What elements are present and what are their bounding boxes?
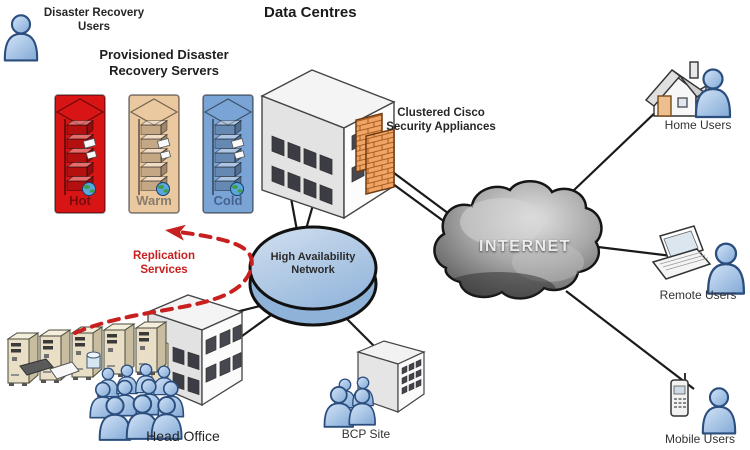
connection-line: [571, 107, 661, 193]
provisioned-dr-servers-label: Provisioned Disaster Recovery Servers: [99, 47, 229, 78]
firewall-cluster: [355, 112, 395, 195]
head-office-label: Head Office: [146, 428, 220, 444]
head-office-servers: [7, 321, 167, 387]
server-tower: [7, 332, 39, 387]
bcp-building: [356, 340, 426, 414]
tray-icon: [49, 361, 80, 380]
firewall-icon: [365, 128, 395, 195]
internet-label: INTERNET: [479, 238, 571, 255]
remote-users-label: Remote Users: [659, 288, 737, 302]
ha-network-disc: [248, 225, 378, 327]
replication-arrow: [73, 224, 254, 335]
person-icon: [694, 68, 732, 119]
rack-warm: [128, 94, 180, 214]
laptop-icon: [651, 225, 712, 280]
replication-services-label: Replication Services: [133, 250, 195, 277]
keyboard-icon: [19, 358, 54, 376]
connection-line: [597, 245, 673, 258]
rack-hot-label: Hot: [69, 193, 91, 208]
person-icon: [3, 14, 39, 62]
phone-icon: [670, 373, 689, 417]
diagram-title: Data Centres: [264, 4, 357, 21]
person-icon: [701, 387, 737, 435]
ha-network-label: High Availability Network: [270, 251, 356, 277]
rack-hot: [54, 94, 106, 214]
mobile-users-label: Mobile Users: [664, 432, 736, 446]
rack-warm-label: Warm: [136, 193, 172, 208]
internet-cloud: [433, 180, 603, 300]
connection-line: [565, 290, 695, 390]
home-users-label: Home Users: [664, 118, 732, 132]
person-icon: [706, 242, 746, 295]
bcp-site-label: BCP Site: [341, 427, 391, 441]
security-appliances-label: Clustered Cisco Security Appliances: [386, 107, 496, 134]
rack-cold: [202, 94, 254, 214]
bcp-crowd: [323, 376, 376, 428]
rack-cold-label: Cold: [213, 193, 243, 208]
disk-icon: [86, 351, 101, 369]
disaster-recovery-users-label: Disaster Recovery Users: [43, 7, 145, 34]
